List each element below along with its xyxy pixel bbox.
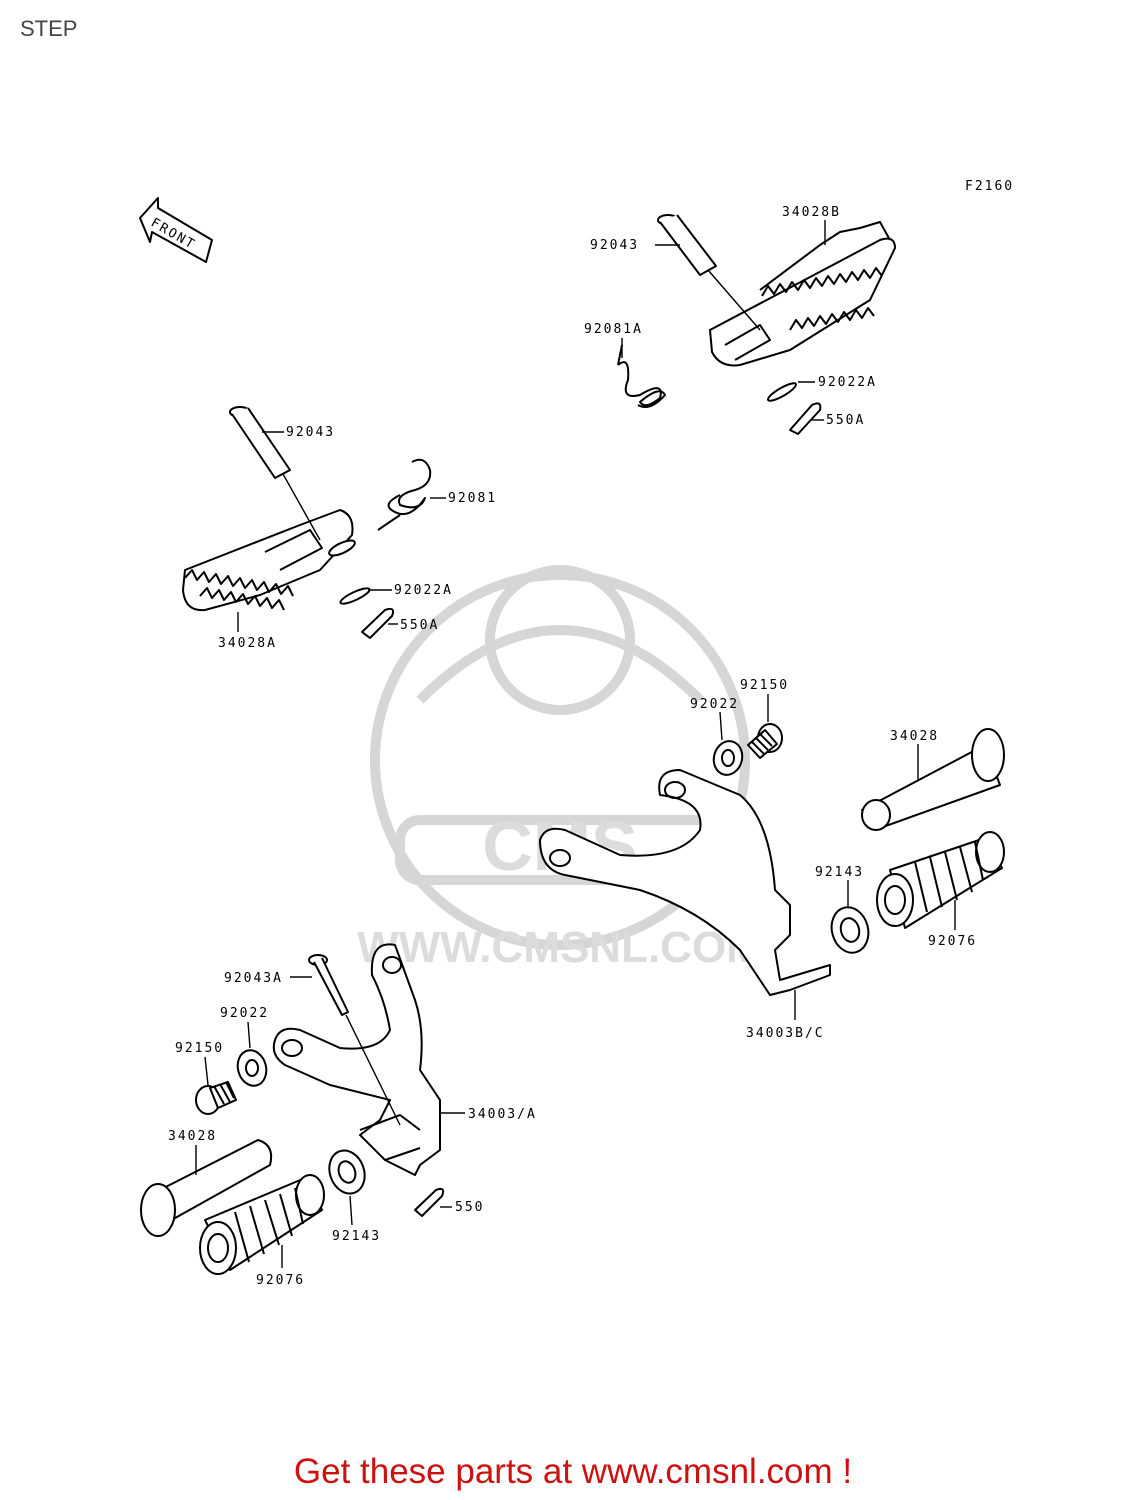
label-92076-left: 92076 — [256, 1273, 305, 1288]
washer-92143-right — [830, 906, 870, 954]
peg-tube-34028-left — [140, 1139, 273, 1237]
cotter-550A-upper — [789, 402, 822, 435]
spring-92081A — [617, 344, 666, 408]
promo-link[interactable]: Get these parts at www.cmsnl.com ! — [293, 1452, 853, 1491]
label-92022-right: 92022 — [690, 697, 739, 712]
bracket-34003A — [272, 943, 441, 1176]
bolt-92150-left — [195, 1081, 237, 1115]
label-92143-right: 92143 — [815, 865, 864, 880]
footpeg-34028B — [709, 221, 896, 367]
pin-92043A — [308, 954, 401, 1126]
pin-92043-upper — [657, 214, 761, 331]
label-34028A: 34028A — [218, 636, 277, 651]
label-92081A: 92081A — [584, 322, 643, 337]
label-34028-right: 34028 — [890, 729, 939, 744]
label-92043A: 92043A — [224, 971, 283, 986]
front-arrow-icon: FRONT — [139, 197, 213, 263]
label-34028-left: 34028 — [168, 1129, 217, 1144]
washer-92022A-left — [339, 587, 371, 605]
label-92076-right: 92076 — [928, 934, 977, 949]
washer-92022-right — [712, 740, 744, 776]
label-92043-left: 92043 — [286, 425, 335, 440]
label-550A-upper: 550A — [826, 413, 865, 428]
label-92022-left: 92022 — [220, 1006, 269, 1021]
washer-92022-left — [236, 1049, 268, 1087]
bracket-34003BC — [539, 769, 831, 996]
label-550: 550 — [455, 1200, 484, 1215]
rubber-92076-right — [876, 831, 1005, 929]
spring-92081 — [377, 458, 432, 531]
label-34003A: 34003/A — [468, 1107, 537, 1122]
label-550A-left: 550A — [400, 618, 439, 633]
footpeg-34028A — [182, 509, 356, 612]
bolt-92150-right — [747, 723, 783, 759]
label-92043-upper: 92043 — [590, 238, 639, 253]
cotter-550 — [414, 1187, 445, 1217]
watermark-url: WWW.CMSNL.COM — [357, 923, 763, 972]
peg-tube-34028-right — [861, 728, 1005, 831]
label-92150-right: 92150 — [740, 678, 789, 693]
label-34028B: 34028B — [782, 205, 841, 220]
washer-92022A-upper — [767, 382, 797, 402]
watermark: CMS WWW.CMSNL.COM — [357, 565, 763, 972]
cotter-550A-left — [361, 607, 395, 639]
label-34003BC: 34003B/C — [746, 1026, 825, 1041]
label-92143-left: 92143 — [332, 1229, 381, 1244]
pin-92043-left — [229, 406, 321, 541]
label-92022A-left: 92022A — [394, 583, 453, 598]
parts-diagram: CMS WWW.CMSNL.COM F2160 FRONT 34028B 920… — [139, 179, 1014, 1288]
figure-code: F2160 — [965, 179, 1014, 194]
washer-92143-left — [328, 1149, 366, 1195]
label-92150-left: 92150 — [175, 1041, 224, 1056]
label-92022A-upper: 92022A — [818, 375, 877, 390]
rubber-92076-left — [199, 1174, 325, 1275]
page-title: STEP — [20, 16, 78, 41]
label-92081: 92081 — [448, 491, 497, 506]
